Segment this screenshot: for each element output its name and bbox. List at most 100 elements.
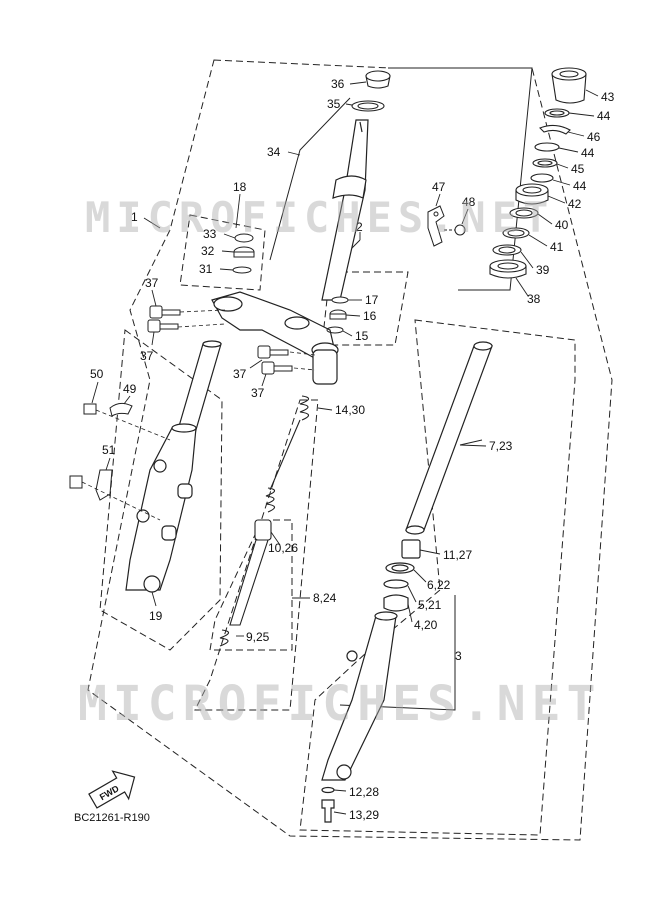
leader-46 [567, 131, 585, 137]
leader-10-26 [270, 531, 281, 546]
leader-39 [520, 251, 534, 269]
bearing-stack [351, 67, 587, 279]
callout-41: 41 [550, 240, 564, 254]
part-44-c [530, 173, 554, 183]
leader-11-27 [419, 549, 441, 555]
part-10-26 [254, 519, 272, 541]
part-17 [331, 296, 349, 304]
bolt-37-a-shank [161, 309, 181, 316]
part-47-hole [433, 211, 439, 217]
leader-19 [151, 591, 157, 607]
callout-19: 19 [149, 609, 163, 623]
part-5-21 [383, 579, 409, 589]
left-fork-leg [125, 340, 222, 593]
left-axle-boss [143, 575, 161, 593]
right-outer-tube-top [374, 611, 398, 621]
part-49 [109, 402, 133, 417]
parts-49-51 [69, 402, 133, 501]
callout-3: 3 [455, 649, 462, 663]
part-50 [83, 403, 97, 415]
callout-44-b: 44 [581, 146, 595, 160]
bolt-37-d-head [261, 361, 275, 375]
part-42-hole [522, 186, 542, 194]
right-inner-tube [405, 345, 493, 531]
part-35-inner [357, 102, 379, 110]
part-44-a-inner [549, 110, 565, 116]
callout-51: 51 [102, 443, 116, 457]
callout-18: 18 [233, 180, 247, 194]
left-fitting-2 [136, 509, 150, 523]
bracket-lines [269, 67, 533, 711]
leader-37b [151, 331, 155, 346]
seals-31-33 [232, 233, 255, 274]
callout-48: 48 [462, 195, 476, 209]
part-43-hole [559, 70, 579, 78]
bolt-axis-lines [177, 309, 316, 371]
bracket-7-23 [459, 439, 483, 446]
bolt-37-c-head [257, 345, 271, 359]
callout-50: 50 [90, 367, 104, 381]
leader-38 [515, 277, 529, 297]
callout-8-24: 8,24 [313, 591, 337, 605]
callout-5-21: 5,21 [418, 598, 442, 612]
left-inner-tube-top [202, 340, 222, 348]
callout-10-26: 10,26 [268, 541, 298, 555]
bolt-axis-1 [179, 309, 226, 313]
bolt-51 [69, 475, 83, 489]
callout-15: 15 [355, 329, 369, 343]
spring-14-30 [299, 395, 310, 421]
callout-33: 33 [203, 227, 217, 241]
callout-39: 39 [536, 263, 550, 277]
leader-36 [349, 81, 367, 85]
leader-34 [287, 151, 301, 156]
leader-48 [461, 208, 469, 225]
leader-44a [568, 112, 595, 117]
callout-13-29: 13,29 [349, 808, 379, 822]
right-inner-tube-top [473, 341, 493, 351]
right-axle-boss [336, 764, 352, 780]
bolt-37-c-shank [269, 349, 289, 356]
callout-32: 32 [201, 244, 215, 258]
callout-labels: 36 35 34 18 1 33 32 31 2 17 16 15 37 37 … [90, 77, 615, 822]
bolt-37-b-head [147, 319, 161, 333]
callout-12-28: 12,28 [349, 785, 379, 799]
part-4-20 [383, 594, 409, 612]
leader-6-22 [413, 569, 427, 583]
spring-lower [265, 487, 276, 513]
callout-37-c: 37 [233, 367, 247, 381]
callout-9-25: 9,25 [246, 630, 270, 644]
left-outer-tube-top [171, 423, 197, 433]
leader-4-20 [407, 603, 413, 623]
leader-31 [219, 268, 234, 271]
under-bracket [211, 291, 339, 385]
bracket-right-bearings [388, 67, 533, 291]
part-16-body [329, 313, 347, 320]
callout-43: 43 [601, 90, 615, 104]
watermark-top: MICROFICHES.NET [85, 193, 555, 242]
leader-16 [345, 314, 361, 317]
part-11-27 [401, 539, 421, 559]
part-41-inner [507, 229, 525, 237]
axis-51 [81, 481, 161, 521]
outline-group-3 [299, 319, 576, 836]
callout-38: 38 [527, 292, 541, 306]
bolt-axis-4 [293, 367, 316, 371]
left-caliper-mount-bottom [161, 525, 177, 541]
damper-rod [219, 395, 310, 647]
callout-42: 42 [568, 197, 582, 211]
left-axis-lines [81, 409, 171, 521]
leader-43 [585, 89, 599, 97]
leader-41 [528, 234, 548, 247]
part-39-inner [498, 246, 516, 254]
part-38-hole [497, 262, 519, 270]
diagram-code: BC21261-R190 [74, 812, 150, 824]
bolt-37-a-head [149, 305, 163, 319]
part-45-inner [537, 160, 553, 166]
callout-40: 40 [555, 218, 569, 232]
leader-5-21 [407, 585, 417, 603]
under-bracket-left-hole [213, 296, 243, 312]
part-51 [95, 469, 113, 501]
part-44-b [534, 142, 560, 152]
outline-group-18 [179, 214, 266, 291]
part-8-24 [229, 539, 269, 626]
